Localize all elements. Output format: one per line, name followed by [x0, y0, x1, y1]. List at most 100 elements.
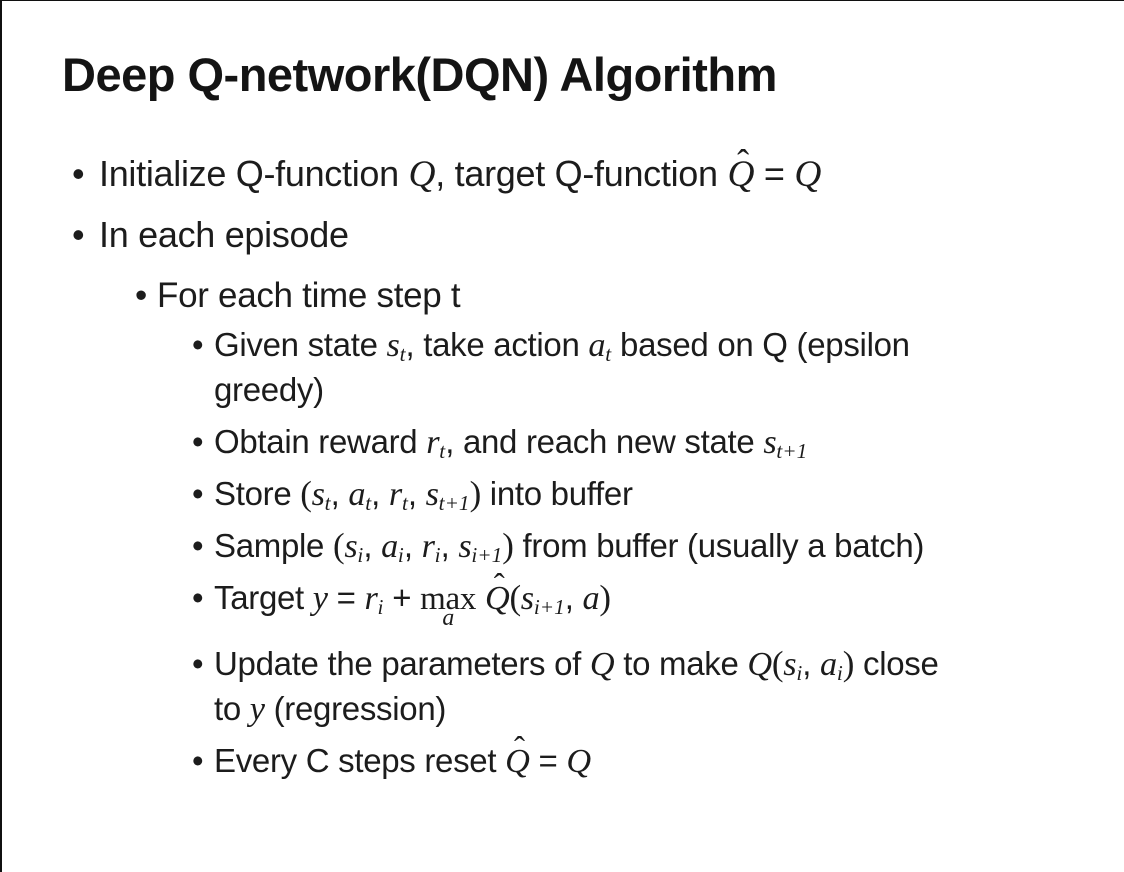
- text-run: Store: [214, 475, 301, 512]
- math-var: Q: [727, 154, 755, 195]
- math-var: y: [249, 690, 265, 728]
- bullet-marker: •: [192, 527, 204, 564]
- math-var: st: [311, 475, 331, 516]
- bullet-item: •Update the parameters of Q to make Q(si…: [2, 641, 1112, 731]
- text-run: ,: [564, 579, 583, 616]
- math-paren: (: [332, 526, 345, 565]
- bullet-marker: •: [192, 475, 204, 512]
- bullet-marker: •: [192, 326, 204, 363]
- text-run: greedy): [214, 371, 324, 408]
- math-subscript: t: [439, 439, 446, 464]
- text-run: In each episode: [99, 214, 349, 255]
- text-run: =: [327, 579, 365, 616]
- bullet-item: • Store (st, at, rt, st+1) into buffer: [2, 471, 1112, 516]
- text-run: +: [383, 579, 421, 616]
- math-var: st+1: [425, 475, 470, 516]
- max-word: max: [420, 581, 477, 617]
- bullet-text: For each time step t: [157, 273, 1112, 318]
- bullet-text: In each episode: [99, 212, 1112, 257]
- math-var: y: [312, 579, 328, 617]
- text-run: =: [754, 153, 795, 194]
- math-paren: (: [300, 474, 312, 513]
- math-paren: (: [771, 644, 784, 683]
- max-under-var: a: [442, 604, 454, 631]
- bullet-list: •Initialize Q-function Q, target Q-funct…: [2, 144, 1112, 790]
- bullet-item: • Sample (si, ai, ri, si+1) from buffer (…: [2, 523, 1112, 568]
- math-var: si: [783, 645, 803, 686]
- text-run: close: [854, 645, 939, 682]
- bullet-text: Store (st, at, rt, st+1) into buffer: [214, 471, 1112, 516]
- text-run: Given state: [214, 326, 387, 363]
- text-run: For each time step t: [157, 276, 461, 315]
- text-run: , target Q-function: [435, 153, 728, 194]
- math-var: st+1: [763, 423, 808, 464]
- math-subscript: i: [796, 661, 803, 686]
- math-var: Q: [589, 645, 615, 683]
- text-run: =: [529, 742, 567, 779]
- math-subscript: t: [365, 491, 372, 516]
- text-run: Target: [214, 579, 313, 616]
- bullet-item: • In each episode: [2, 212, 1112, 257]
- math-subscript: t+1: [776, 439, 808, 464]
- math-var: at: [348, 475, 372, 516]
- text-run: , and reach new state: [445, 423, 764, 460]
- text-run: Sample: [214, 527, 333, 564]
- math-var: si+1: [520, 579, 565, 620]
- hat-accent-icon: ˆ: [513, 730, 525, 767]
- math-subscript: i+1: [533, 595, 565, 620]
- bullet-text: Sample (si, ai, ri, si+1) from buffer (u…: [214, 523, 1112, 568]
- text-run: ,: [802, 645, 820, 682]
- math-var: Q: [408, 154, 436, 195]
- math-var: a: [582, 579, 600, 617]
- math-subscript: i: [836, 661, 843, 686]
- text-run: ,: [330, 475, 349, 512]
- text-run: from buffer (usually a batch): [513, 527, 925, 564]
- slide-title: Deep Q-network(DQN) Algorithm: [62, 48, 777, 101]
- bullet-marker: •: [72, 214, 85, 255]
- math-paren: ): [502, 526, 514, 565]
- math-var: at: [588, 326, 612, 367]
- text-run: to make: [614, 645, 748, 682]
- text-run: ,: [440, 527, 459, 564]
- text-run: Update the parameters of: [214, 645, 590, 682]
- text-run: to: [214, 690, 250, 727]
- math-subscript: i: [397, 543, 404, 568]
- bullet-text: Given state st, take action at based on …: [214, 322, 1112, 412]
- math-paren: (: [509, 578, 521, 617]
- bullet-text: Obtain reward rt, and reach new state st…: [214, 419, 1112, 464]
- math-subscript: i: [357, 543, 364, 568]
- math-subscript: i: [434, 543, 441, 568]
- text-run: Every C steps reset: [214, 742, 506, 779]
- math-var: st: [386, 326, 406, 367]
- math-var: ri: [421, 527, 441, 568]
- bullet-item: •For each time step t: [2, 273, 1112, 318]
- math-var: ai: [819, 645, 843, 686]
- math-subscript: t+1: [438, 491, 470, 516]
- math-subscript: t: [605, 342, 612, 367]
- bullet-item: • Given state st, take action at based on…: [2, 322, 1112, 412]
- math-subscript: t: [399, 342, 406, 367]
- text-run: ,: [403, 527, 422, 564]
- bullet-item: • Initialize Q-function Q, target Q-funct…: [2, 144, 1112, 196]
- math-var: rt: [388, 475, 408, 516]
- text-run: ,: [363, 527, 382, 564]
- text-run: , take action: [405, 326, 589, 363]
- bullet-marker: •: [72, 153, 85, 194]
- bullet-text: Initialize Q-function Q, target Q-functi…: [99, 144, 1112, 196]
- hat-accent-icon: ˆ: [737, 141, 749, 182]
- text-run: based on Q (epsilon: [611, 326, 910, 363]
- math-subscript: t: [401, 491, 408, 516]
- math-var: Q: [566, 742, 591, 780]
- text-run: Initialize Q-function: [99, 153, 409, 194]
- math-subscript: i+1: [471, 543, 503, 568]
- bullet-text: Update the parameters of Q to make Q(si,…: [214, 641, 1112, 731]
- hat-accent-icon: ˆ: [493, 567, 505, 604]
- bullet-marker: •: [192, 645, 204, 682]
- math-var: Q: [505, 742, 530, 780]
